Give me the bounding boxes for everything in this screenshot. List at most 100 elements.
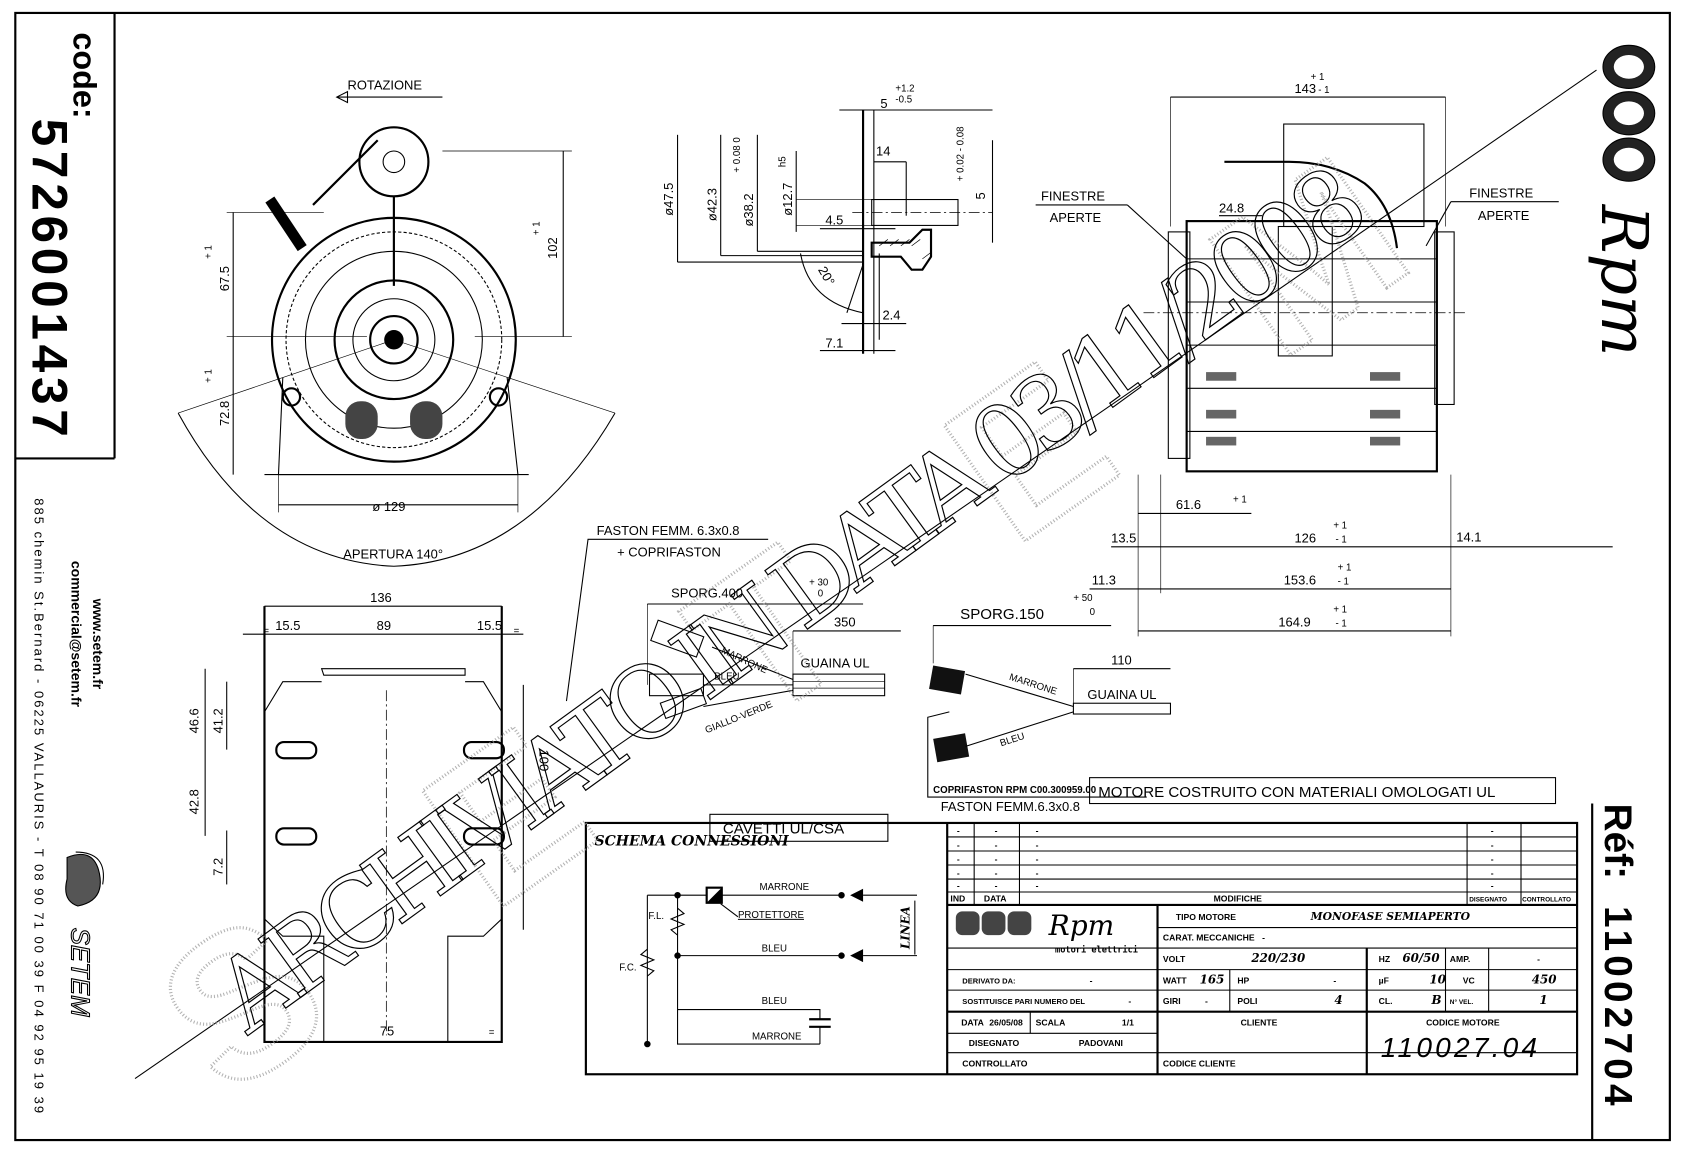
- svg-text:CAVETTI UL/CSA: CAVETTI UL/CSA: [723, 821, 845, 838]
- diameter-129: ø 129: [372, 499, 405, 514]
- svg-text:CARAT. MECCANICHE: CARAT. MECCANICHE: [1163, 933, 1255, 943]
- svg-text:0: 0: [818, 588, 824, 599]
- bracket-view: 136 15.5 89 15.5 = = 46.6 41.2 42.8 7.2 …: [187, 590, 551, 1043]
- svg-text:-: -: [1491, 826, 1494, 836]
- svg-text:14: 14: [876, 143, 890, 158]
- svg-text:Rpm: Rpm: [1048, 909, 1115, 942]
- svg-text:SPORG.150: SPORG.150: [960, 606, 1044, 623]
- svg-text:-: -: [1036, 840, 1039, 850]
- svg-text:IND: IND: [950, 894, 965, 904]
- svg-text:-: -: [1036, 854, 1039, 864]
- svg-text:FASTON FEMM.6.3x0.8: FASTON FEMM.6.3x0.8: [941, 799, 1080, 814]
- svg-text:MONOFASE SEMIAPERTO: MONOFASE SEMIAPERTO: [1310, 910, 1471, 923]
- svg-text:COPRIFASTON RPM C00.300959.00: COPRIFASTON RPM C00.300959.00: [933, 785, 1096, 796]
- email-link[interactable]: commercial@setem.fr: [68, 561, 84, 708]
- svg-text:+ 1: + 1: [1311, 72, 1325, 83]
- svg-text:-: -: [995, 868, 998, 878]
- svg-text:BLEU: BLEU: [762, 996, 787, 1007]
- svg-text:CONTROLLATO: CONTROLLATO: [1522, 897, 1571, 904]
- svg-text:MODIFICHE: MODIFICHE: [1214, 894, 1263, 904]
- svg-text:motori elettrici: motori elettrici: [1055, 944, 1138, 955]
- rpm-logo-vertical: Rpm: [1586, 44, 1661, 356]
- svg-text:AMP.: AMP.: [1450, 954, 1470, 964]
- svg-text:CLIENTE: CLIENTE: [1241, 1018, 1278, 1028]
- svg-text:-: -: [957, 826, 960, 836]
- svg-text:DATA: DATA: [984, 894, 1007, 904]
- svg-text:4: 4: [1334, 993, 1342, 1007]
- svg-text:- 1: - 1: [1338, 577, 1349, 588]
- drawing-frame: [14, 11, 1671, 1142]
- svg-text:ø38.2: ø38.2: [741, 193, 756, 226]
- svg-text:46.6: 46.6: [187, 708, 202, 733]
- svg-text:110: 110: [1111, 652, 1132, 667]
- svg-text:+ 1: + 1: [1338, 563, 1352, 574]
- svg-text:ø47.5: ø47.5: [661, 183, 676, 216]
- svg-text:-: -: [995, 881, 998, 891]
- svg-text:BLEU: BLEU: [999, 731, 1026, 749]
- svg-text:143: 143: [1295, 81, 1317, 96]
- code-label: code:: [67, 32, 103, 118]
- left-strip: code: 5726001437 www.setem.fr commercial…: [15, 12, 116, 1113]
- svg-text:N° VEL.: N° VEL.: [1450, 998, 1474, 1006]
- svg-text:5: 5: [973, 192, 988, 199]
- svg-text:CODICE MOTORE: CODICE MOTORE: [1426, 1018, 1500, 1028]
- website-link[interactable]: www.setem.fr: [90, 598, 106, 690]
- svg-text:+ 1: + 1: [531, 221, 542, 235]
- svg-text:-: -: [1036, 868, 1039, 878]
- svg-text:WATT: WATT: [1163, 976, 1187, 986]
- svg-text:-: -: [957, 881, 960, 891]
- svg-text:VC: VC: [1463, 976, 1475, 986]
- svg-text:F.L.: F.L.: [648, 911, 664, 922]
- svg-text:5: 5: [880, 96, 887, 111]
- modifications-table: ---- ---- ---- ---- ---- IND DATA MODIFI…: [947, 822, 1578, 907]
- svg-text:VOLT: VOLT: [1163, 954, 1186, 964]
- svg-text:PADOVANI: PADOVANI: [1079, 1038, 1123, 1048]
- title-block: SCHEMA CONNESSIONI MARRONE PROTETTORE BL…: [584, 821, 1579, 1076]
- svg-text:7.2: 7.2: [210, 858, 225, 876]
- svg-text:-: -: [1333, 976, 1336, 986]
- svg-text:350: 350: [834, 615, 856, 630]
- svg-text:-: -: [957, 868, 960, 878]
- svg-text:GUAINA UL: GUAINA UL: [801, 656, 870, 671]
- shaft-detail: 5 +1.2 -0.5 14 + 0.02 - 0.08 5 ø47.5 ø42…: [661, 84, 994, 354]
- svg-text:4.5: 4.5: [825, 212, 843, 227]
- svg-text:MARRONE: MARRONE: [760, 882, 810, 893]
- svg-text:+ 1: + 1: [1333, 605, 1347, 616]
- svg-text:TIPO MOTORE: TIPO MOTORE: [1176, 912, 1236, 922]
- svg-text:136: 136: [370, 590, 392, 605]
- svg-text:24.8: 24.8: [1219, 200, 1244, 215]
- svg-text:-: -: [1491, 854, 1494, 864]
- svg-text:µF: µF: [1379, 976, 1389, 986]
- svg-text:100: 100: [536, 750, 551, 772]
- svg-text:13.5: 13.5: [1111, 531, 1136, 546]
- svg-text:+ 30: + 30: [809, 578, 829, 589]
- rotation-arrow-icon: [335, 90, 443, 104]
- svg-text:APERTE: APERTE: [1478, 208, 1530, 223]
- svg-text:CONTROLLATO: CONTROLLATO: [962, 1059, 1028, 1069]
- cables-right: SPORG.150 + 50 0 110 MARRONE BLEU GUAINA…: [927, 593, 1172, 814]
- svg-text:SPORG.400: SPORG.400: [671, 586, 743, 601]
- svg-text:102: 102: [545, 237, 560, 259]
- ul-note: MOTORE COSTRUITO CON MATERIALI OMOLOGATI…: [1098, 784, 1495, 801]
- svg-text:HZ: HZ: [1379, 954, 1391, 964]
- svg-text:14.1: 14.1: [1456, 529, 1481, 544]
- svg-text:7.1: 7.1: [825, 335, 843, 350]
- svg-text:CL.: CL.: [1379, 996, 1393, 1006]
- line-arrow-icon: [850, 888, 864, 963]
- svg-text:26/05/08: 26/05/08: [989, 1018, 1023, 1028]
- product-code: 5726001437: [22, 119, 78, 437]
- svg-text:- 1: - 1: [1318, 85, 1329, 96]
- svg-text:20°: 20°: [815, 264, 838, 288]
- svg-text:153.6: 153.6: [1284, 573, 1316, 588]
- svg-text:=: =: [489, 1027, 495, 1038]
- svg-text:-: -: [995, 840, 998, 850]
- svg-text:10: 10: [1429, 973, 1446, 987]
- ref-label: Réf:: [1596, 804, 1639, 879]
- svg-text:ø12.7: ø12.7: [780, 183, 795, 216]
- svg-text:0: 0: [1090, 607, 1096, 618]
- svg-text:DISEGNATO: DISEGNATO: [969, 1038, 1020, 1048]
- svg-text:+1.2: +1.2: [895, 84, 914, 95]
- aperture-label: APERTURA 140°: [343, 547, 443, 562]
- windows-label-left: FINESTRE: [1041, 189, 1105, 204]
